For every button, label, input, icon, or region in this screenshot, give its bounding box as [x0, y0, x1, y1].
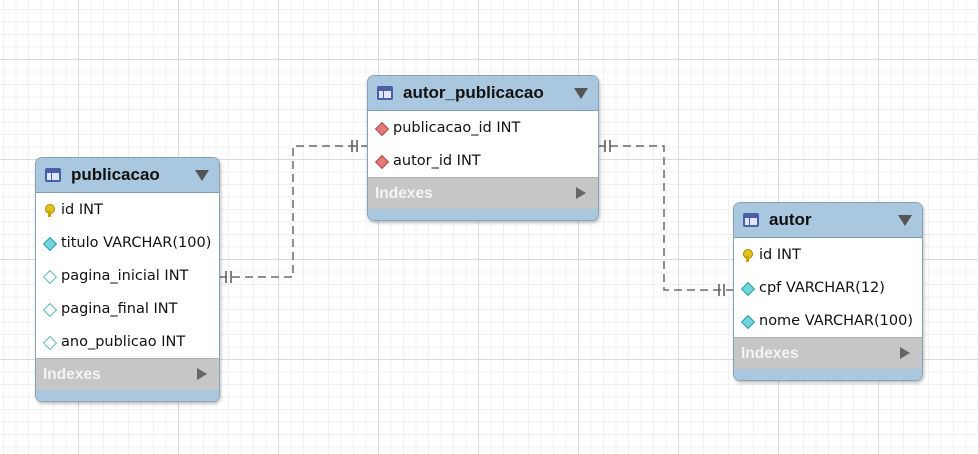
column-label: titulo VARCHAR(100)	[61, 234, 212, 251]
indexes-section[interactable]: Indexes	[734, 337, 922, 369]
collapse-arrow-icon[interactable]	[574, 88, 588, 99]
entity-footer	[734, 369, 922, 380]
entity-title: autor	[769, 210, 812, 229]
nullable-column-icon	[43, 270, 55, 282]
indexes-section[interactable]: Indexes	[36, 358, 219, 390]
relationship-autor-publicacao-autor[interactable]	[597, 140, 734, 296]
column-row[interactable]: autor_id INT	[368, 144, 598, 177]
not-null-column-icon	[741, 282, 753, 294]
indexes-section[interactable]: Indexes	[368, 177, 598, 209]
expand-arrow-icon[interactable]	[576, 187, 586, 199]
entity-publicacao[interactable]: publicacao id INT titulo VARCHAR(100) pa…	[35, 157, 220, 402]
column-row[interactable]: pagina_inicial INT	[36, 259, 219, 292]
column-label: autor_id INT	[393, 152, 481, 169]
column-label: pagina_inicial INT	[61, 267, 189, 284]
primary-key-icon	[741, 248, 753, 262]
entity-title: publicacao	[71, 165, 160, 184]
column-label: cpf VARCHAR(12)	[759, 279, 885, 296]
foreign-key-icon	[375, 155, 387, 167]
table-icon	[377, 86, 393, 100]
expand-arrow-icon[interactable]	[900, 347, 910, 359]
column-label: id INT	[759, 246, 801, 263]
indexes-label: Indexes	[741, 344, 799, 362]
collapse-arrow-icon[interactable]	[195, 170, 209, 181]
column-row[interactable]: nome VARCHAR(100)	[734, 304, 922, 337]
entity-autor[interactable]: autor id INT cpf VARCHAR(12) nome VARCHA…	[733, 202, 923, 381]
column-label: pagina_final INT	[61, 300, 178, 317]
entity-autor-publicacao[interactable]: autor_publicacao publicacao_id INT autor…	[367, 75, 599, 221]
column-label: publicacao_id INT	[393, 119, 521, 136]
entity-header[interactable]: autor_publicacao	[368, 76, 598, 111]
column-row[interactable]: id INT	[36, 193, 219, 226]
foreign-key-icon	[375, 122, 387, 134]
column-row[interactable]: id INT	[734, 238, 922, 271]
column-label: id INT	[61, 201, 103, 218]
entity-header[interactable]: autor	[734, 203, 922, 238]
not-null-column-icon	[741, 315, 753, 327]
column-label: ano_publicao INT	[61, 333, 186, 350]
table-icon	[743, 213, 759, 227]
entity-header[interactable]: publicacao	[36, 158, 219, 193]
nullable-column-icon	[43, 336, 55, 348]
collapse-arrow-icon[interactable]	[898, 215, 912, 226]
table-icon	[45, 168, 61, 182]
indexes-label: Indexes	[43, 365, 101, 383]
column-row[interactable]: titulo VARCHAR(100)	[36, 226, 219, 259]
entity-title: autor_publicacao	[403, 83, 544, 102]
column-row[interactable]: cpf VARCHAR(12)	[734, 271, 922, 304]
entity-footer	[36, 390, 219, 401]
primary-key-icon	[43, 203, 55, 217]
indexes-label: Indexes	[375, 184, 433, 202]
column-row[interactable]: ano_publicao INT	[36, 325, 219, 358]
column-row[interactable]: publicacao_id INT	[368, 111, 598, 144]
column-label: nome VARCHAR(100)	[759, 312, 913, 329]
column-row[interactable]: pagina_final INT	[36, 292, 219, 325]
entity-footer	[368, 209, 598, 220]
nullable-column-icon	[43, 303, 55, 315]
relationship-publicacao-autor-publicacao[interactable]	[219, 140, 367, 283]
expand-arrow-icon[interactable]	[197, 368, 207, 380]
not-null-column-icon	[43, 237, 55, 249]
